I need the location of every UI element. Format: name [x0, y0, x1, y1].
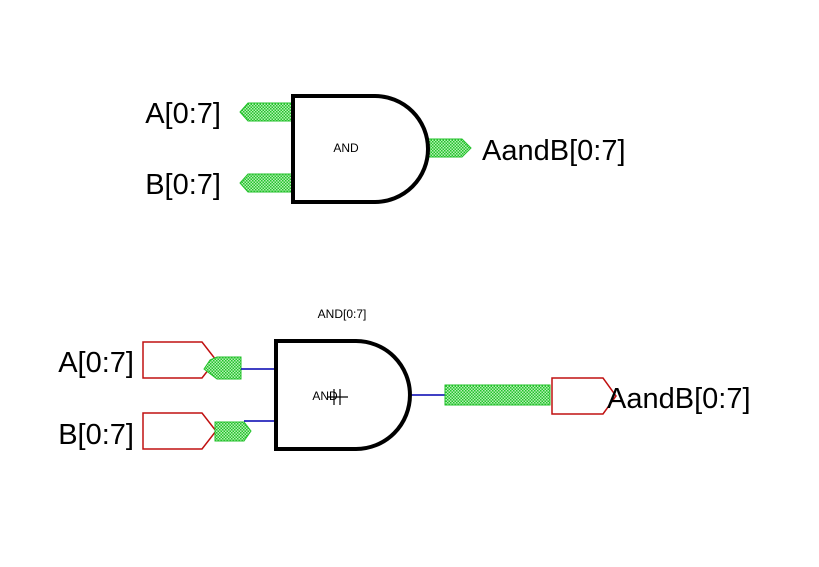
origin-marker-icon	[328, 389, 348, 405]
schematic-input-b-label: B[0:7]	[58, 419, 134, 451]
schematic-bus-out[interactable]	[444, 384, 551, 406]
schematic-bus-a[interactable]	[203, 356, 242, 380]
schematic-and-gate[interactable]	[274, 339, 412, 451]
schematic-input-a-label: A[0:7]	[58, 347, 134, 379]
symbol-view: AND A[0:7] B[0:7] AandB[0:7]	[145, 94, 626, 204]
symbol-input-b-label: B[0:7]	[145, 169, 221, 201]
symbol-gate-label: AND	[333, 141, 359, 155]
schematic-output-label: AandB[0:7]	[607, 383, 751, 415]
instance-name-label: AND[0:7]	[318, 307, 367, 321]
symbol-and-gate[interactable]	[291, 94, 430, 204]
port-b[interactable]	[142, 412, 217, 450]
port-a[interactable]	[142, 341, 217, 379]
symbol-output-label: AandB[0:7]	[482, 135, 626, 167]
port-out[interactable]	[551, 377, 617, 415]
schematic-view: AND[0:7] AND A[0:7] B[0:7] AandB[0:7]	[58, 307, 751, 451]
schematic-bus-b[interactable]	[214, 421, 252, 442]
schematic-gate-label: AND	[312, 389, 338, 403]
symbol-input-a-label: A[0:7]	[145, 98, 221, 130]
symbol-bus-out[interactable]	[425, 138, 472, 158]
